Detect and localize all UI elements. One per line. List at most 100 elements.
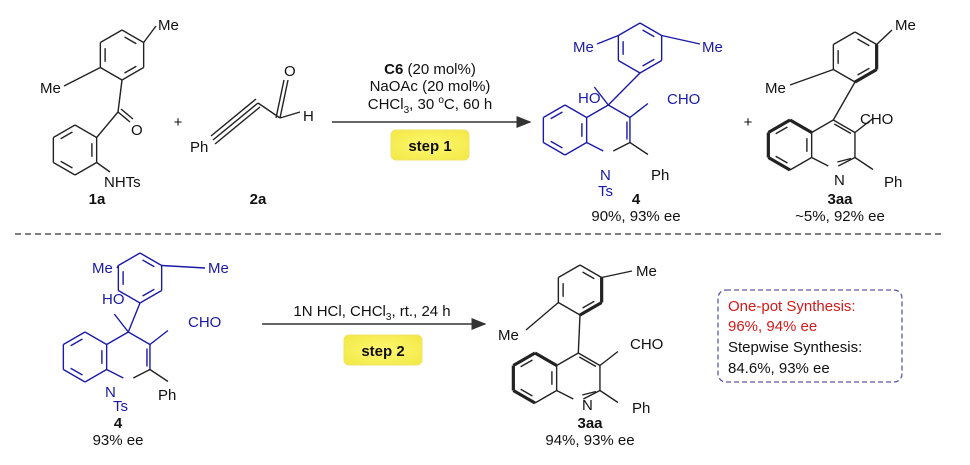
hydroxyl-label: HO [102, 291, 125, 308]
bond [116, 265, 119, 269]
bond [789, 118, 813, 134]
nitrogen-label: N [834, 172, 845, 189]
bond [564, 141, 588, 156]
compound-label: 1a [89, 191, 106, 208]
methyl-label: Me [765, 80, 786, 97]
bond [767, 156, 791, 172]
bond [121, 66, 145, 81]
bond [60, 160, 73, 169]
bond [832, 31, 856, 46]
bond [113, 313, 129, 333]
bond [63, 66, 101, 87]
bond [832, 119, 856, 134]
compound-4-bottom: Me Me HO CHO N Ts Ph 4 93% ee [92, 260, 229, 449]
bond [70, 367, 83, 376]
bond [62, 331, 86, 346]
bond [84, 368, 108, 383]
one-pot-value: 96%, 94% ee [728, 318, 817, 335]
bond [127, 331, 151, 346]
bond [534, 351, 558, 367]
bond [579, 264, 603, 279]
methyl-label: Me [498, 327, 519, 344]
bond [525, 301, 559, 331]
bond [854, 156, 874, 171]
bond [96, 161, 111, 173]
compound-3aa-top: Me Me CHO N Ph 3aa ~5%, 92% ee [765, 17, 916, 225]
step2-condition: 1N HCl, CHCl3, rt., 24 h [293, 303, 450, 323]
bond [74, 161, 98, 176]
methyl-label: Me [208, 260, 229, 277]
bond [120, 108, 134, 120]
bond [811, 156, 829, 167]
bond [106, 331, 129, 346]
methyl-label: Me [40, 80, 61, 97]
bond [582, 389, 601, 400]
nitrogen-label: N [582, 397, 593, 414]
compound-4: Me Me HO CHO N Ts Ph 4 90%, 93% ee [573, 39, 723, 225]
nhts-label: NHTs [104, 174, 141, 191]
oxygen-label: O [131, 122, 143, 139]
bond [161, 264, 206, 269]
compound-1a: Me Me O NHTs 1a [40, 17, 179, 208]
bond [121, 29, 145, 44]
step1-badge [390, 129, 470, 161]
bond [789, 68, 834, 86]
bond-lines [52, 22, 893, 405]
bond [117, 289, 141, 304]
nitrogen-label: N [600, 167, 611, 184]
bond [837, 156, 856, 167]
bond [857, 38, 870, 47]
bond [582, 390, 597, 396]
bond [142, 288, 155, 297]
bond [639, 59, 663, 74]
bond [642, 58, 655, 67]
compound-label: 4 [114, 415, 123, 432]
hydrogen-label: H [303, 108, 314, 125]
bond [143, 25, 157, 43]
compound-label: 3aa [577, 415, 603, 432]
summary-box [717, 289, 903, 383]
phenyl-label: Ph [158, 387, 176, 404]
bond [74, 124, 98, 139]
bond [629, 102, 649, 119]
methyl-label: Me [92, 260, 113, 277]
bond [612, 141, 631, 152]
compound-label: 3aa [827, 191, 853, 208]
methyl-label: Me [702, 39, 723, 56]
phenyl-label: Ph [651, 167, 669, 184]
bond [832, 68, 856, 83]
base-condition: NaOAc (20 mol%) [370, 78, 491, 95]
bond [556, 352, 579, 367]
bond [210, 98, 257, 137]
bond [837, 157, 852, 163]
stepwise-value: 84.6%, 93% ee [728, 360, 830, 377]
hydroxyl-label: HO [578, 90, 601, 107]
bond [96, 111, 119, 138]
bond [617, 22, 641, 37]
bond [854, 31, 878, 46]
bond [577, 314, 581, 354]
bond [599, 350, 619, 367]
tosyl-label: Ts [598, 183, 613, 200]
bond [586, 104, 609, 119]
bond [642, 29, 655, 38]
bond [550, 111, 563, 120]
bond [99, 29, 123, 44]
methyl-label: Me [158, 17, 179, 34]
phenyl-label: Ph [884, 174, 902, 191]
bond [775, 155, 788, 164]
bond [149, 329, 169, 346]
bond [586, 141, 604, 152]
bond [550, 140, 563, 149]
bond [854, 68, 878, 84]
bond [60, 131, 73, 140]
phenyl-label: Ph [632, 400, 650, 417]
bond [767, 118, 791, 134]
aldehyde-label: CHO [188, 314, 221, 331]
bond [139, 252, 163, 267]
plus-sign: + [174, 114, 183, 131]
yield-text: 94%, 93% ee [545, 432, 634, 449]
step2-badge-label: step 2 [361, 343, 404, 360]
bond [132, 368, 151, 379]
